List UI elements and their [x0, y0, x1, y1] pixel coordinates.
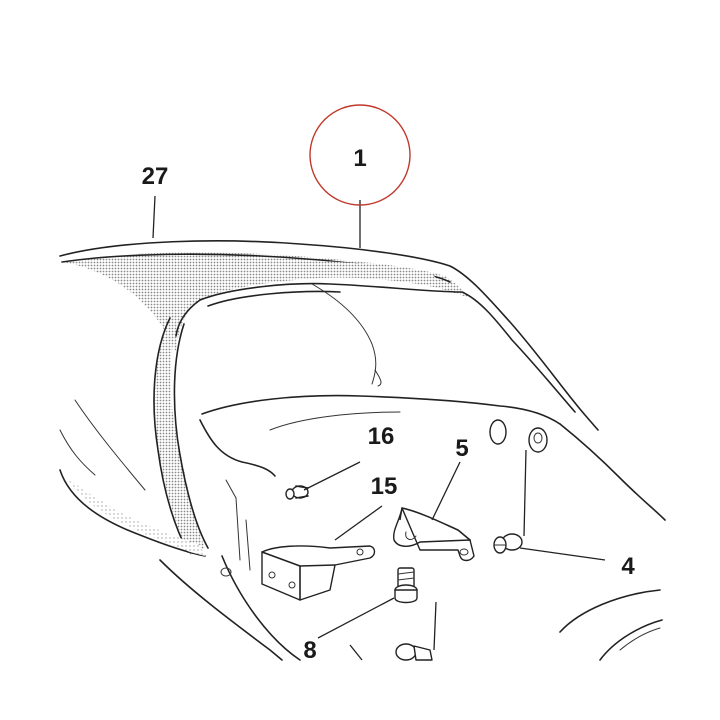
part-5-hinge — [392, 507, 475, 562]
car-body — [159, 394, 666, 661]
part-15-bracket — [261, 545, 376, 601]
callout-27: 27 — [142, 163, 169, 190]
part-8-bolt — [394, 567, 418, 604]
part-16-screw — [285, 485, 309, 500]
callout-8: 8 — [303, 637, 316, 664]
callout-5: 5 — [455, 435, 468, 462]
callouts: 1 27 16 15 5 4 8 — [142, 104, 635, 664]
hardtop-roof — [59, 240, 599, 557]
callout-1: 1 — [353, 145, 366, 172]
leader-lines — [152, 195, 606, 661]
callout-15: 15 — [371, 473, 398, 500]
lower-screw — [395, 643, 433, 661]
callout-4: 4 — [621, 553, 635, 580]
highlight-circle-1 — [309, 104, 411, 206]
part-4-bushings — [489, 419, 548, 554]
callout-16: 16 — [368, 423, 395, 450]
